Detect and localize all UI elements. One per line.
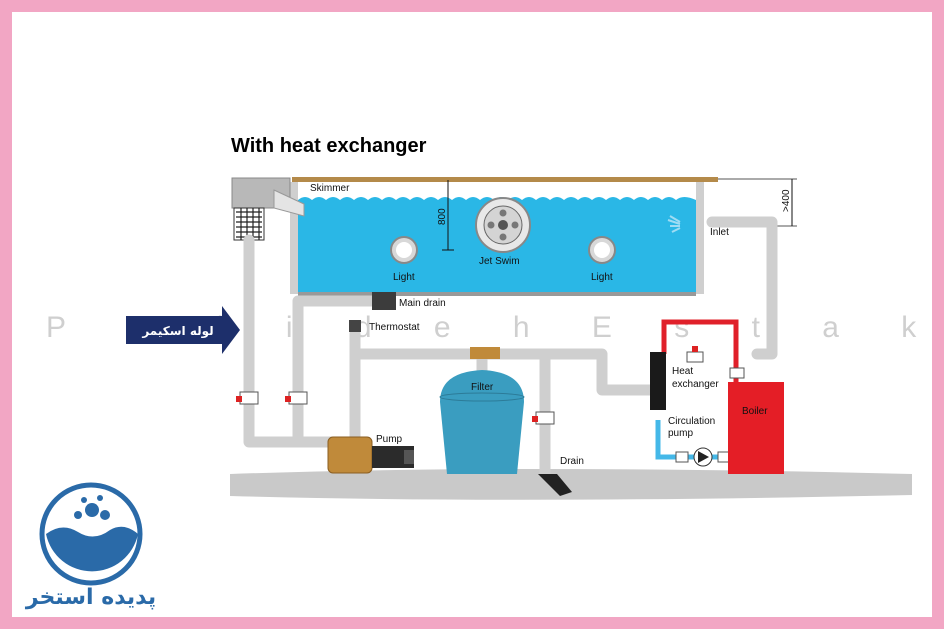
heat-exchanger-body <box>650 352 666 410</box>
drain-pipe <box>506 348 551 480</box>
boiler <box>728 382 784 474</box>
circulation-pump-arrow <box>698 451 709 463</box>
valve-icon <box>535 411 555 425</box>
pump-label: Pump <box>376 434 403 445</box>
light-left-label: Light <box>393 272 415 283</box>
page-frame: P a d i d e h E s t a k h r . c o m With… <box>12 12 932 617</box>
skimmer-pipe-arrow <box>126 306 240 354</box>
inlet-return-pipe <box>706 216 778 360</box>
jet-swim-label: Jet Swim <box>479 256 520 267</box>
valves <box>236 346 745 463</box>
pump-body <box>327 436 373 474</box>
filter-tank <box>440 370 524 474</box>
jet-nozzle-icon <box>499 233 507 241</box>
valve-handle <box>532 416 538 422</box>
filter-band <box>439 392 525 402</box>
hot-water-pipe <box>661 319 739 384</box>
inlet-label: Inlet <box>710 227 729 238</box>
main-drain-fitting <box>372 292 396 310</box>
light-left-lens <box>396 242 412 258</box>
logo-drop-icon <box>74 511 82 519</box>
logo-drop-icon <box>100 510 110 520</box>
height-label: >400 <box>781 189 792 212</box>
heat-exchanger-label-1: Heat <box>672 366 693 377</box>
valve-icon <box>675 451 689 463</box>
filter-label: Filter <box>471 382 494 393</box>
drain-label: Drain <box>560 456 584 467</box>
circulation-pump-label-2: pump <box>668 428 693 439</box>
valve-icon <box>288 391 308 405</box>
heat-exchanger-label-2: exchanger <box>672 379 719 390</box>
jet-nozzle-icon <box>511 221 519 229</box>
pump-motor <box>372 446 414 468</box>
valve-handle <box>692 346 698 352</box>
pump-motor-cap <box>404 450 414 464</box>
diagram-title: With heat exchanger <box>231 135 427 157</box>
filter-valve-head <box>470 347 500 359</box>
circulation-pump-label-1: Circulation <box>668 416 715 427</box>
jet-nozzle-icon <box>487 221 495 229</box>
thermostat-label: Thermostat <box>369 322 420 333</box>
inlet-spray-icon <box>667 215 681 233</box>
boiler-label: Boiler <box>742 406 768 417</box>
pool-wall-left <box>290 182 298 294</box>
valve-icon <box>239 391 259 405</box>
company-logo: پدیده استخر <box>25 482 156 610</box>
logo-drop-icon <box>97 495 103 501</box>
logo-water <box>46 526 138 572</box>
skimmer-pipe-arrow-label: لوله اسکیمر <box>141 324 213 339</box>
jet-nozzle-icon <box>499 209 507 217</box>
main-drain-label: Main drain <box>399 298 446 309</box>
logo-drop-icon <box>81 497 87 503</box>
logo-drop-icon <box>85 503 99 517</box>
logo-text: پدیده استخر <box>25 585 156 610</box>
skimmer-label: Skimmer <box>310 183 350 194</box>
light-right-label: Light <box>591 272 613 283</box>
valve-handle <box>285 396 291 402</box>
pool-floor <box>298 292 696 296</box>
depth-label: 800 <box>437 208 448 225</box>
valve-icon <box>729 367 745 379</box>
valve-handle <box>236 396 242 402</box>
pool-wall-right <box>696 182 704 294</box>
skimmer-flap <box>273 189 305 217</box>
thermostat-icon <box>349 320 361 332</box>
light-right-lens <box>594 242 610 258</box>
jet-swim-center <box>498 220 508 230</box>
drain-outlet <box>538 474 572 496</box>
skimmer-pipe <box>243 234 353 448</box>
ground <box>230 469 912 500</box>
valve-icon <box>686 351 704 363</box>
pool-heat-exchanger-diagram: P a d i d e h E s t a k h r . c o m With… <box>25 135 932 610</box>
pool-rim <box>292 177 718 182</box>
